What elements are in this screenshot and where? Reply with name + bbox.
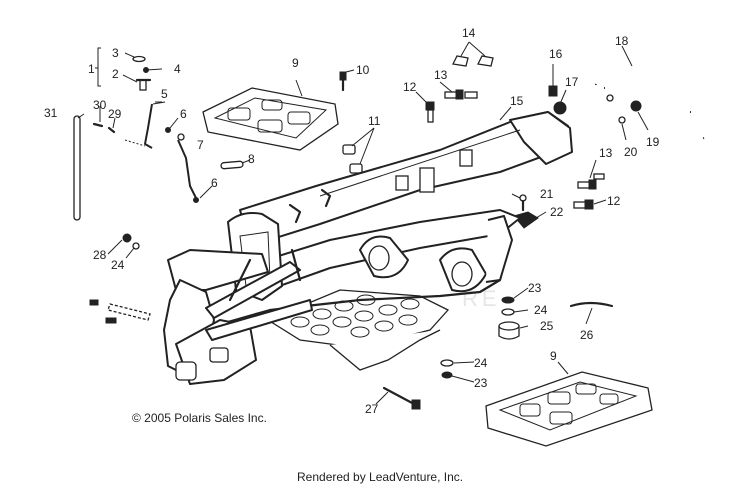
callout-6b: 6 bbox=[211, 176, 218, 190]
callout-labels: 1 3 2 4 5 6 7 8 6 30 29 31 9 10 11 12 13… bbox=[44, 26, 660, 416]
callout-23b: 23 bbox=[474, 376, 488, 390]
callout-17: 17 bbox=[565, 75, 579, 89]
callout-20: 20 bbox=[624, 145, 638, 159]
part-nut-17 bbox=[553, 101, 567, 115]
callout-26: 26 bbox=[580, 328, 594, 342]
part-screw-21 bbox=[519, 194, 527, 212]
part-bracket-lower-left bbox=[89, 299, 151, 324]
part-nut-19 bbox=[606, 94, 642, 112]
part-bolt-12-upper bbox=[425, 101, 435, 123]
callout-12a: 12 bbox=[403, 80, 417, 94]
part-cable-26 bbox=[569, 301, 614, 308]
part-nut-23-right bbox=[501, 296, 515, 304]
part-nut-28 bbox=[122, 233, 132, 243]
part-bolt-16 bbox=[548, 64, 558, 97]
callout-14: 14 bbox=[462, 26, 476, 40]
callout-1: 1 bbox=[88, 62, 95, 76]
part-bolt-12-right bbox=[573, 199, 594, 210]
callout-7: 7 bbox=[197, 138, 204, 152]
part-pin-30 bbox=[92, 122, 104, 128]
callout-21: 21 bbox=[540, 187, 554, 201]
part-nut-23-lower bbox=[441, 371, 453, 379]
part-skid-plate-9-lower bbox=[485, 371, 653, 447]
part-washer-24-lower bbox=[440, 359, 454, 367]
callout-10: 10 bbox=[356, 63, 370, 77]
callout-13b: 13 bbox=[599, 146, 613, 160]
main-frame-15 bbox=[163, 111, 573, 385]
part-rear-tube-18 bbox=[594, 68, 715, 140]
callout-24a: 24 bbox=[534, 303, 548, 317]
callout-2: 2 bbox=[112, 67, 119, 81]
callout-9a: 9 bbox=[292, 56, 299, 70]
part-washer-20 bbox=[618, 116, 627, 141]
leader-lines bbox=[77, 45, 649, 405]
callout-31: 31 bbox=[44, 106, 58, 120]
callout-15: 15 bbox=[510, 94, 524, 108]
rendered-by-text: Rendered by LeadVenture, Inc. bbox=[297, 470, 463, 484]
part-bolt-27 bbox=[382, 386, 421, 410]
part-bolt-10 bbox=[339, 69, 355, 92]
part-bolt-13-upper bbox=[444, 89, 478, 100]
copyright-text: © 2005 Polaris Sales Inc. bbox=[132, 411, 267, 425]
callout-12b: 12 bbox=[607, 194, 621, 208]
callout-28: 28 bbox=[93, 248, 107, 262]
part-bracket-22 bbox=[513, 211, 539, 229]
callout-11: 11 bbox=[368, 114, 381, 128]
callout-5: 5 bbox=[161, 87, 168, 101]
part-bracket-5 bbox=[124, 101, 162, 149]
callout-24b: 24 bbox=[474, 356, 488, 370]
callout-8: 8 bbox=[248, 152, 255, 166]
callout-27: 27 bbox=[365, 402, 379, 416]
part-clip-14 bbox=[452, 41, 494, 67]
callout-18: 18 bbox=[615, 34, 629, 48]
part-pin-8 bbox=[220, 159, 251, 170]
callout-30: 30 bbox=[93, 98, 107, 112]
callout-6a: 6 bbox=[180, 107, 187, 121]
part-pin-29 bbox=[107, 126, 116, 134]
callout-22: 22 bbox=[550, 205, 564, 219]
part-rod-31 bbox=[73, 115, 81, 221]
callout-16: 16 bbox=[549, 47, 563, 61]
part-mount-25 bbox=[498, 321, 520, 340]
part-skid-plate-9-upper bbox=[202, 79, 339, 151]
callout-3: 3 bbox=[112, 46, 119, 60]
part-bolt-13-right bbox=[577, 173, 605, 190]
part-linkage-7 bbox=[165, 127, 199, 203]
callout-4: 4 bbox=[174, 62, 181, 76]
callout-13a: 13 bbox=[434, 68, 448, 82]
callout-23a: 23 bbox=[528, 281, 542, 295]
callout-29: 29 bbox=[108, 107, 122, 121]
callout-25: 25 bbox=[540, 319, 554, 333]
part-group-1 bbox=[95, 47, 163, 91]
part-washer-24-left bbox=[132, 242, 140, 250]
callout-19: 19 bbox=[646, 135, 660, 149]
callout-9b: 9 bbox=[550, 349, 557, 363]
part-washer-24-right bbox=[501, 308, 515, 316]
callout-24c: 24 bbox=[111, 258, 125, 272]
part-bushing-11 bbox=[342, 127, 375, 174]
